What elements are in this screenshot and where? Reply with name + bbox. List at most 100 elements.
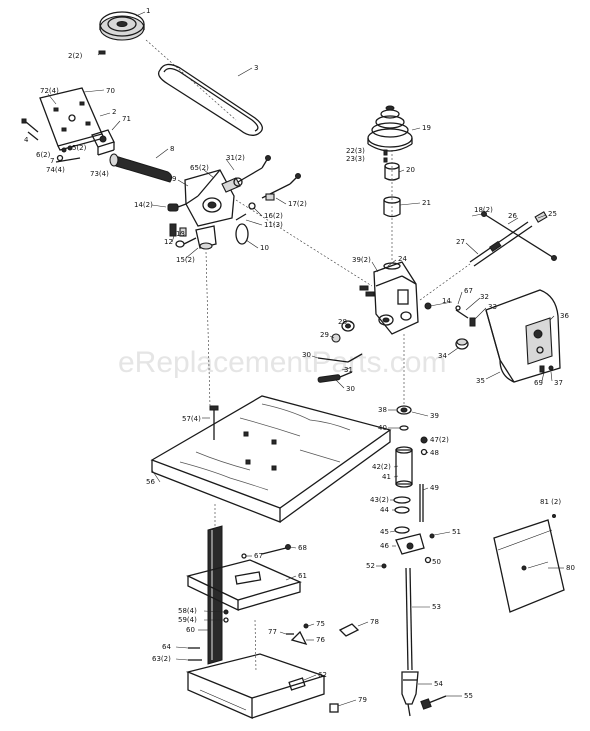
callout-label: 2(2) bbox=[68, 52, 83, 60]
part-4-bolt bbox=[21, 118, 39, 141]
callout-label: 16(2) bbox=[264, 212, 283, 220]
callout-label: 80 bbox=[566, 564, 575, 572]
callout-label: 61 bbox=[298, 572, 307, 580]
callout-label: 34 bbox=[438, 352, 447, 360]
callout-label: 4 bbox=[24, 136, 29, 144]
callout-label: 23(3) bbox=[346, 155, 365, 163]
part-28-pinion bbox=[341, 320, 355, 332]
part-57-bolts bbox=[209, 405, 219, 440]
part-49-rack bbox=[419, 484, 424, 522]
callout-label: 72(4) bbox=[40, 87, 59, 95]
part-3-belt bbox=[157, 63, 263, 136]
callout-label: 6(2) bbox=[36, 151, 51, 159]
leader-lines bbox=[47, 11, 564, 707]
callout-label: 19 bbox=[422, 124, 431, 132]
part-31-crank bbox=[237, 155, 271, 183]
callout-label: 39 bbox=[430, 412, 439, 420]
part-37-69-screws bbox=[539, 365, 554, 373]
part-30-31-levers bbox=[317, 353, 363, 383]
callout-label: 29 bbox=[320, 331, 329, 339]
callout-label: 67 bbox=[254, 552, 263, 560]
part-41-quill bbox=[395, 446, 413, 488]
callout-label: 47(2) bbox=[430, 436, 449, 444]
callout-label: 58(4) bbox=[178, 607, 197, 615]
part-61-support bbox=[186, 559, 302, 612]
callout-label: 45 bbox=[380, 528, 389, 536]
callout-label: 3 bbox=[254, 64, 258, 72]
part-63-64-bolts bbox=[188, 647, 202, 661]
part-15-clamp bbox=[175, 225, 217, 250]
callout-label: 8 bbox=[170, 145, 174, 153]
part-47-48-screws bbox=[420, 436, 428, 456]
part-36-switch-plate bbox=[525, 317, 553, 365]
callout-label: 60 bbox=[186, 626, 195, 634]
callout-label: 51 bbox=[452, 528, 461, 536]
part-19-step-pulley bbox=[367, 105, 413, 152]
callout-label: 81 (2) bbox=[540, 498, 561, 506]
callout-label: 70 bbox=[106, 87, 115, 95]
part-55-chuck-key bbox=[420, 695, 447, 710]
part-22-23-screws bbox=[383, 149, 388, 163]
part-53-spindle bbox=[405, 567, 413, 671]
callout-label: 28 bbox=[338, 318, 347, 326]
part-27-feed-shaft bbox=[469, 221, 533, 267]
part-71-bracket bbox=[91, 129, 115, 156]
callout-label: 30 bbox=[346, 385, 355, 393]
callout-label: 21 bbox=[422, 199, 431, 207]
callout-label: 20 bbox=[406, 166, 415, 174]
callout-label: 41 bbox=[382, 473, 391, 481]
part-75-76-77-hardware bbox=[286, 623, 309, 646]
callout-label: 42(2) bbox=[372, 463, 391, 471]
part-29-knob bbox=[331, 333, 341, 343]
callout-label: 9 bbox=[172, 175, 176, 183]
part-56-table bbox=[150, 395, 392, 523]
callout-label: 37 bbox=[554, 379, 563, 387]
callout-label: 35 bbox=[476, 377, 485, 385]
callout-label: 46 bbox=[380, 542, 389, 550]
callout-label: 64 bbox=[162, 643, 171, 651]
callout-label: 36 bbox=[560, 312, 569, 320]
callout-label: 15(2) bbox=[176, 256, 195, 264]
callout-label: 27 bbox=[456, 238, 465, 246]
callout-label: 26 bbox=[508, 212, 517, 220]
callout-label: 74(4) bbox=[46, 166, 65, 174]
callout-label: 2 bbox=[112, 108, 116, 116]
assembly-centerlines bbox=[145, 39, 471, 673]
callout-label: 54 bbox=[434, 680, 443, 688]
part-35-switch-box bbox=[485, 289, 561, 383]
callout-label: 63(2) bbox=[152, 655, 171, 663]
part-79-clip bbox=[329, 703, 339, 713]
callout-label: 48 bbox=[430, 449, 439, 457]
callout-label: 68 bbox=[298, 544, 307, 552]
part-8-handle-grip bbox=[109, 153, 173, 183]
part-34-cap bbox=[455, 338, 469, 350]
callout-label: 24 bbox=[398, 255, 407, 263]
callout-labels: 1 2(2) 3 72(4) 70 2 71 4 5(2) 6(2) 7 74(… bbox=[24, 7, 575, 704]
callout-label: 14 bbox=[442, 297, 451, 305]
callout-label: 49 bbox=[430, 484, 439, 492]
part-65-bushing bbox=[221, 177, 243, 193]
callout-label: 33 bbox=[488, 303, 497, 311]
callout-label: 62 bbox=[318, 671, 327, 679]
callout-label: 18(2) bbox=[474, 206, 493, 214]
part-9-head-casting bbox=[184, 169, 235, 227]
callout-label: 56 bbox=[146, 478, 155, 486]
part-60-column bbox=[207, 525, 223, 665]
callout-label: 59(4) bbox=[178, 616, 197, 624]
callout-label: 50 bbox=[432, 558, 441, 566]
part-39-screws bbox=[359, 285, 375, 297]
part-46-collar bbox=[395, 533, 425, 555]
callout-label: 31(2) bbox=[226, 154, 245, 162]
watermark-text: eReplacementParts.com bbox=[118, 346, 446, 379]
part-16-collar bbox=[248, 202, 256, 210]
callout-label: 57(4) bbox=[182, 415, 201, 423]
callout-label: 75 bbox=[316, 620, 325, 628]
part-50-51-52-hardware bbox=[381, 533, 435, 569]
callout-label: 76 bbox=[316, 636, 325, 644]
callout-label: 14(2) bbox=[134, 201, 153, 209]
callout-label: 44 bbox=[380, 506, 389, 514]
callout-label: 55 bbox=[464, 692, 473, 700]
callout-label: 30 bbox=[302, 351, 311, 359]
part-58-59-screws bbox=[223, 609, 229, 623]
